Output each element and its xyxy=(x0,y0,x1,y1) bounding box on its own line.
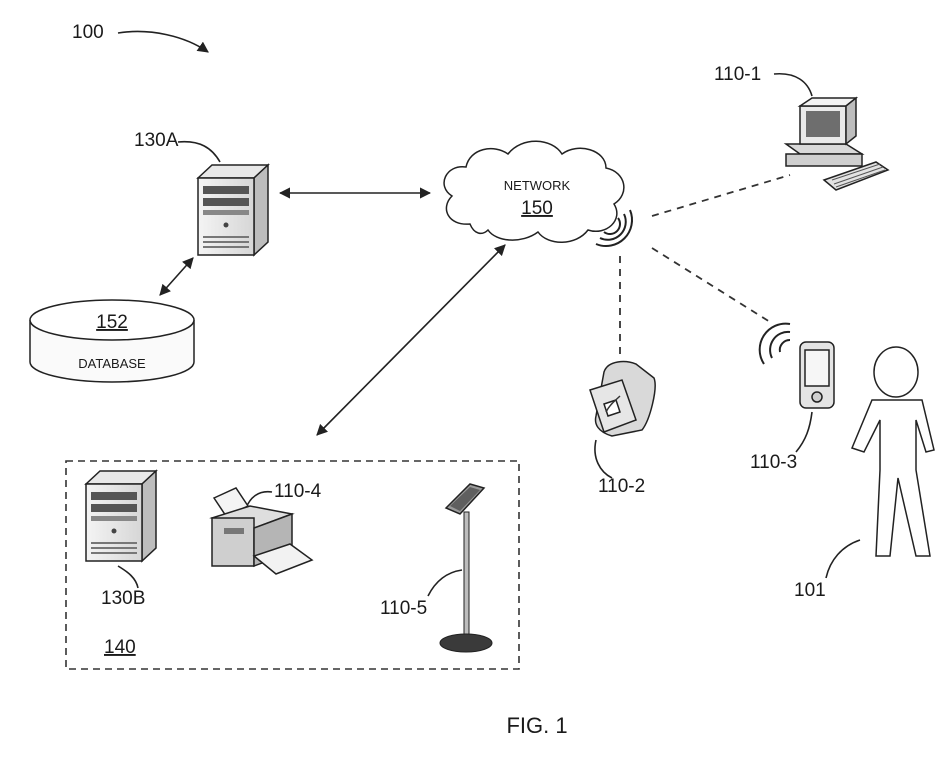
server-icon xyxy=(198,165,268,255)
server-icon xyxy=(86,471,156,561)
server-b-leader xyxy=(118,566,138,588)
server-b-label: 130B xyxy=(101,588,145,609)
user-label: 101 xyxy=(794,580,826,601)
printer: 110-4 xyxy=(212,481,322,574)
smartphone-icon xyxy=(800,342,834,408)
server-a: 130A xyxy=(134,130,268,255)
printer-label: 110-4 xyxy=(274,481,322,502)
network: NETWORK 150 xyxy=(444,141,632,246)
network-label: NETWORK xyxy=(504,178,571,193)
smartwatch-icon xyxy=(590,362,655,436)
kiosk-icon xyxy=(440,484,492,652)
kiosk-leader xyxy=(428,570,462,596)
kiosk-label: 110-5 xyxy=(380,598,427,619)
smartphone: 110-3 xyxy=(750,324,834,473)
database-label: DATABASE xyxy=(78,356,146,371)
kiosk: 110-5 xyxy=(380,484,492,652)
user-leader xyxy=(826,540,860,578)
phone-label: 110-3 xyxy=(750,452,797,473)
phone-leader xyxy=(796,412,812,452)
location: 130B 110-4 110-5 xyxy=(66,461,519,669)
smartwatch: 110-2 xyxy=(590,362,655,497)
watch-leader xyxy=(595,440,612,478)
network-ref: 150 xyxy=(521,198,553,219)
person-icon xyxy=(852,347,934,556)
database: 152 DATABASE xyxy=(30,300,194,382)
computer-icon xyxy=(786,98,888,190)
server-b: 130B xyxy=(86,471,156,609)
watch-label: 110-2 xyxy=(598,476,645,497)
location-label: 140 xyxy=(104,637,136,658)
server-a-label: 130A xyxy=(134,130,179,151)
link-phone xyxy=(652,248,770,322)
network-location-link xyxy=(317,245,505,435)
wireless-signal-icon xyxy=(760,324,790,364)
link-computer xyxy=(652,175,790,216)
server-a-leader xyxy=(178,142,220,162)
database-ref: 152 xyxy=(96,312,128,333)
computer-leader xyxy=(774,74,812,96)
server-database-link xyxy=(160,258,193,295)
computer-label: 110-1 xyxy=(714,64,761,85)
system-ref-label: 100 xyxy=(72,22,104,43)
figure-caption: FIG. 1 xyxy=(506,713,567,738)
system-ref-arrow xyxy=(118,32,208,52)
computer: 110-1 xyxy=(714,64,888,190)
